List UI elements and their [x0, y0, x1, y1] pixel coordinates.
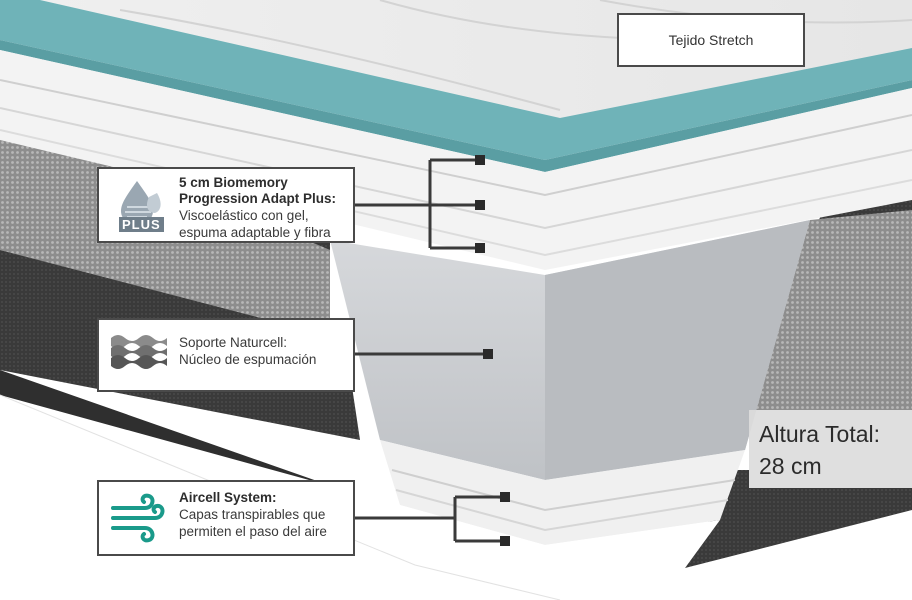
droplet-plus-icon: PLUS: [109, 177, 169, 233]
naturcell-title: Soporte Naturcell:: [179, 335, 288, 350]
total-height-label: Altura Total:: [759, 421, 881, 447]
biomemory-desc-2: espuma adaptable y fibra: [179, 225, 331, 240]
total-height-box: Altura Total: 28 cm: [749, 410, 912, 488]
aircell-desc-1: Capas transpirables que: [179, 507, 326, 522]
biomemory-title-1: 5 cm Biomemory: [179, 175, 288, 190]
callout-naturcell: Soporte Naturcell: Núcleo de espumación: [97, 318, 355, 392]
aircell-desc-2: permiten el paso del aire: [179, 524, 327, 539]
fabric-label-text: Tejido Stretch: [668, 32, 754, 48]
aircell-title: Aircell System:: [179, 490, 277, 505]
foam-waves-icon: [109, 330, 169, 386]
biomemory-desc-1: Viscoelástico con gel,: [179, 208, 309, 223]
biomemory-title-2: Progression Adapt Plus:: [179, 191, 337, 206]
callout-biomemory: PLUS 5 cm Biomemory Progression Adapt Pl…: [97, 167, 355, 243]
connector-endpoints: [475, 155, 510, 546]
callout-aircell: Aircell System: Capas transpirables que …: [97, 480, 355, 556]
plus-badge: PLUS: [119, 217, 164, 232]
callout-connectors: [355, 158, 505, 543]
fabric-label: Tejido Stretch: [617, 13, 805, 67]
total-height-value: 28 cm: [759, 453, 822, 479]
naturcell-desc: Núcleo de espumación: [179, 352, 317, 367]
airflow-icon: [109, 490, 169, 546]
